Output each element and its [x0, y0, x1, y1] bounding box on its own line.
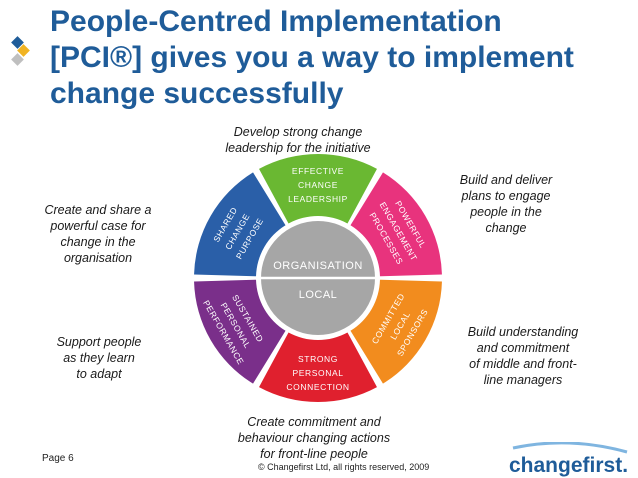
wheel-segment-powerful-engagement-processes	[350, 172, 442, 277]
changefirst-logo: changefirst.	[509, 442, 628, 477]
callout-line: behaviour changing actions	[237, 431, 391, 445]
wheel-segment-label: CHANGE	[298, 180, 338, 190]
callout-bottom: Create commitment and behaviour changing…	[228, 414, 400, 462]
wheel-segment-sustained-personal-performance	[194, 279, 286, 384]
wheel-segment-label: EFFECTIVE	[292, 166, 344, 176]
callout-line: as they learn	[63, 351, 135, 365]
title-line-3: change successfully	[50, 77, 344, 110]
callout-top-right: Build and deliver plans to engage people…	[446, 172, 566, 236]
callout-line: to adapt	[76, 367, 122, 381]
callout-line: Create commitment and	[247, 415, 381, 429]
callout-line: organisation	[63, 251, 133, 265]
callout-line: powerful case for	[50, 219, 146, 233]
center-label-organisation: ORGANISATION	[273, 260, 363, 272]
diamond-bullet-icon	[11, 36, 30, 66]
wheel-segment-effective-change-leadership	[259, 154, 377, 224]
wheel-segment-strong-personal-connection	[259, 332, 377, 402]
logo-text: changefirst.	[509, 454, 628, 477]
callout-line: people in the	[470, 205, 542, 219]
wheel-segment-label: LEADERSHIP	[288, 194, 348, 204]
callout-line: and commitment	[476, 341, 570, 355]
slide-title: People-Centred Implementation [PCI®] giv…	[50, 4, 635, 112]
callout-line: plans to engage	[461, 189, 551, 203]
callout-left: Create and share a powerful case for cha…	[34, 202, 162, 266]
pci-wheel-diagram: EFFECTIVECHANGELEADERSHIPPOWERFULENGAGEM…	[194, 154, 442, 402]
wheel-segment-committed-local-sponsors	[350, 279, 442, 384]
callout-line: Develop strong change	[233, 125, 363, 139]
title-line-2: [PCI®] gives you a way to implement	[50, 41, 574, 74]
callout-bottom-right: Build understanding and commitment of mi…	[456, 324, 590, 388]
callout-bottom-left: Support people as they learn to adapt	[40, 334, 158, 382]
wheel-segment-label: STRONG	[298, 354, 338, 364]
callout-line: change	[485, 221, 527, 235]
wheel-segment-shared-change-purpose	[194, 172, 286, 277]
callout-line: Build and deliver	[459, 173, 553, 187]
callout-line: Create and share a	[44, 203, 152, 217]
callout-line: line managers	[483, 373, 563, 387]
callout-line: of middle and front-	[469, 357, 577, 371]
wheel-center: ORGANISATION LOCAL	[259, 219, 377, 337]
callout-line: for front-line people	[260, 447, 368, 461]
copyright-notice: © Changefirst Ltd, all rights reserved, …	[258, 462, 430, 472]
callout-line: change in the	[60, 235, 136, 249]
callout-top: Develop strong change leadership for the…	[218, 124, 378, 156]
callout-line: Support people	[56, 335, 142, 349]
page-number: Page 6	[42, 453, 74, 464]
center-label-local: LOCAL	[299, 289, 338, 301]
title-line-1: People-Centred Implementation	[50, 5, 502, 38]
wheel-segment-label: CONNECTION	[286, 382, 349, 392]
wheel-segment-label: PERSONAL	[292, 368, 343, 378]
callout-line: leadership for the initiative	[225, 141, 371, 155]
callout-line: Build understanding	[467, 325, 579, 339]
